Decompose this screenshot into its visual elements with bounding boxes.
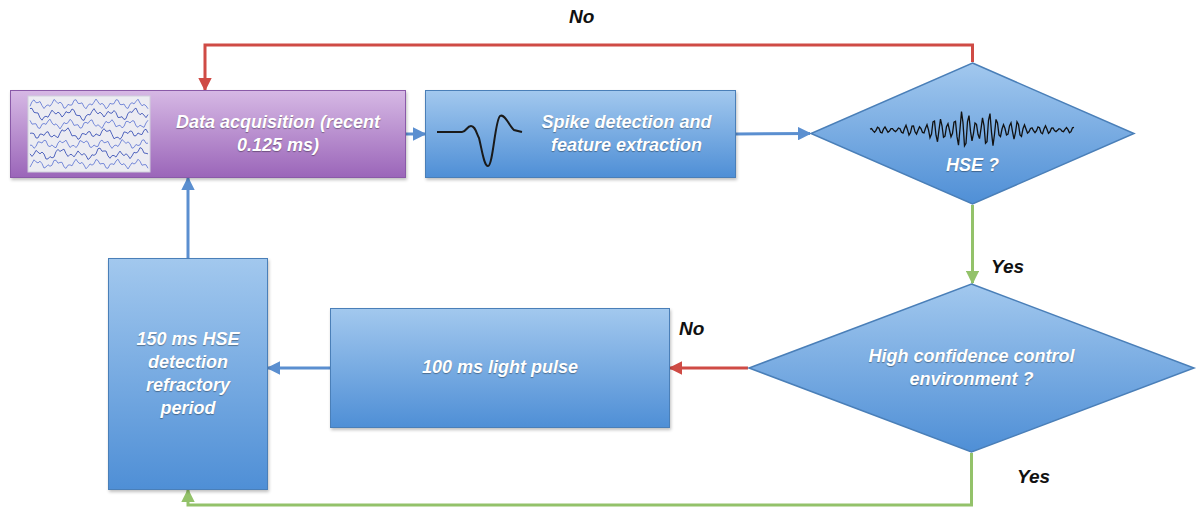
trace-line [30, 99, 148, 109]
node-label: 150 ms HSE detection refractory period [120, 328, 256, 420]
trace-line [30, 140, 148, 149]
trace-line [30, 119, 148, 129]
trace-line [30, 128, 148, 140]
flow-arrow [187, 178, 190, 258]
edge-label: No [566, 6, 597, 28]
flow-arrow [406, 133, 425, 136]
diamond-shape [811, 63, 1134, 204]
flow-arrow [736, 132, 810, 136]
hse-ripple [870, 111, 1074, 145]
ripple-waveform [870, 111, 1074, 145]
edge-label: No [676, 318, 707, 340]
edge-label: Yes [1014, 466, 1053, 488]
node-label: 100 ms light pulse [422, 356, 578, 379]
trace-lines [30, 99, 148, 169]
flow-arrow [268, 367, 330, 370]
flow-arrow [971, 205, 974, 283]
trace-line [30, 159, 148, 169]
diamond-outline [810, 62, 1135, 205]
decision-diamond: High confidence control environment ? [748, 283, 1195, 453]
diamond-shape [749, 284, 1194, 452]
trace-line [30, 108, 148, 120]
flow-arrow [188, 453, 972, 505]
flow-arrow [205, 45, 973, 90]
node-label: Data acquisition (recent 0.125 ms) [163, 111, 393, 157]
process-box: 100 ms light pulse [330, 308, 670, 428]
diamond-outline [748, 283, 1195, 453]
trace-image [28, 96, 150, 172]
trace-line [30, 148, 148, 160]
spike-waveform [437, 116, 522, 166]
flow-arrow [670, 367, 748, 370]
edge-label: Yes [988, 256, 1027, 278]
node-label: High confidence control environment ? [857, 345, 1087, 391]
acquisition-box: Data acquisition (recent 0.125 ms) [10, 90, 406, 178]
node-label: HSE ? [946, 154, 999, 177]
process-box: Spike detection and feature extraction [425, 90, 736, 178]
node-label: Spike detection and feature extraction [526, 111, 727, 157]
trace-panel [28, 96, 150, 172]
process-box: 150 ms HSE detection refractory period [108, 258, 268, 490]
decision-diamond: HSE ? [810, 62, 1135, 205]
